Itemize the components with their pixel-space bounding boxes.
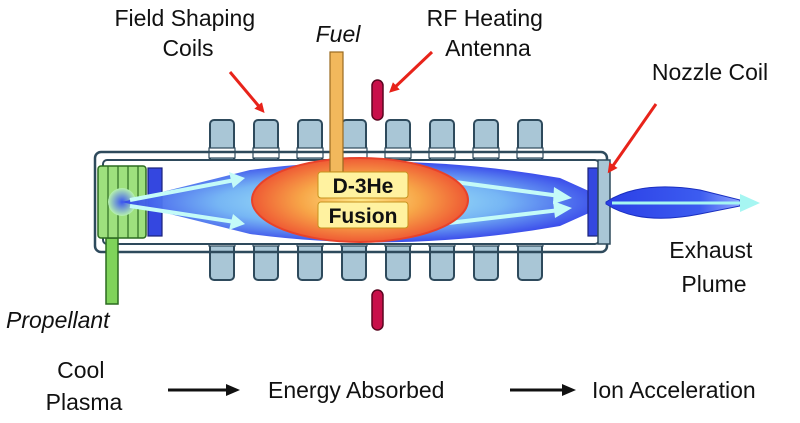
fusion-label-box-bottom: [317, 201, 409, 229]
rf-antenna-bottom: [371, 289, 384, 331]
field-shaping-coils-label-line-2: Coils: [162, 35, 213, 61]
field-shaping-coils-label-line-1: Field Shaping: [114, 5, 255, 31]
fusion-core: [251, 157, 469, 243]
rf-heating-antenna-label-line-2: Antenna: [445, 35, 531, 61]
process-step-1-line-2: Plasma: [46, 389, 123, 415]
process-step-cool-plasma: Cool Plasma: [46, 357, 123, 415]
exhaust-plume-label-line-2: Plume: [681, 271, 746, 297]
fusion-label-line-1: D-3He: [333, 175, 394, 198]
propellant-feed-line: [105, 237, 119, 305]
rf-heating-antenna-label: RF Heating Antenna: [427, 5, 550, 61]
pointer-field-coils: [228, 71, 265, 114]
exhaust-arrowhead: [740, 194, 760, 212]
process-step-energy-absorbed: Energy Absorbed: [268, 377, 444, 403]
pointer-nozzle-coil: [607, 103, 658, 174]
exhaust-plume-label: Exhaust Plume: [669, 237, 759, 297]
nozzle-coil: [587, 159, 611, 245]
propellant-label: Propellant: [6, 307, 111, 333]
fusion-label-box-top: [317, 171, 409, 199]
fuel-injector-line: [329, 51, 344, 173]
fusion-label-line-2: Fusion: [329, 205, 398, 228]
fuel-label: Fuel: [316, 21, 362, 47]
rf-antenna-top: [371, 79, 384, 121]
pointer-rf-antenna: [389, 50, 434, 93]
nozzle-coil-label: Nozzle Coil: [652, 59, 768, 85]
field-shaping-coils-label: Field Shaping Coils: [114, 5, 261, 61]
process-step-ion-acceleration: Ion Acceleration: [592, 377, 756, 403]
process-step-1-line-1: Cool: [57, 357, 104, 383]
plasma-flow-arrows: [129, 172, 572, 230]
exhaust-plume-label-line-1: Exhaust: [669, 237, 753, 263]
rf-heating-antenna-label-line-1: RF Heating: [427, 5, 543, 31]
